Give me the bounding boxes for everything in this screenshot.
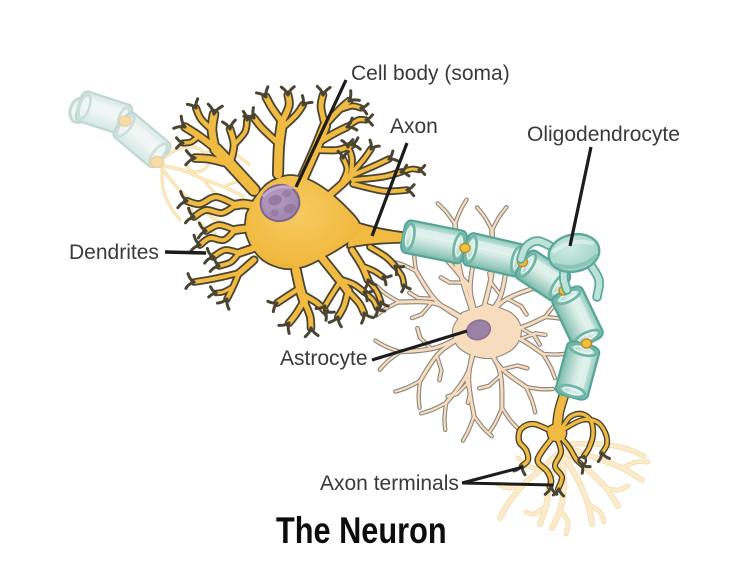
svg-text:Axon terminals: Axon terminals (320, 472, 459, 495)
svg-text:The Neuron: The Neuron (276, 510, 447, 551)
svg-text:Oligodendrocyte: Oligodendrocyte (527, 123, 680, 146)
svg-text:Dendrites: Dendrites (69, 241, 159, 264)
svg-text:Axon: Axon (390, 115, 438, 138)
svg-text:Astrocyte: Astrocyte (280, 347, 368, 370)
svg-text:Cell body (soma): Cell body (soma) (351, 62, 510, 85)
